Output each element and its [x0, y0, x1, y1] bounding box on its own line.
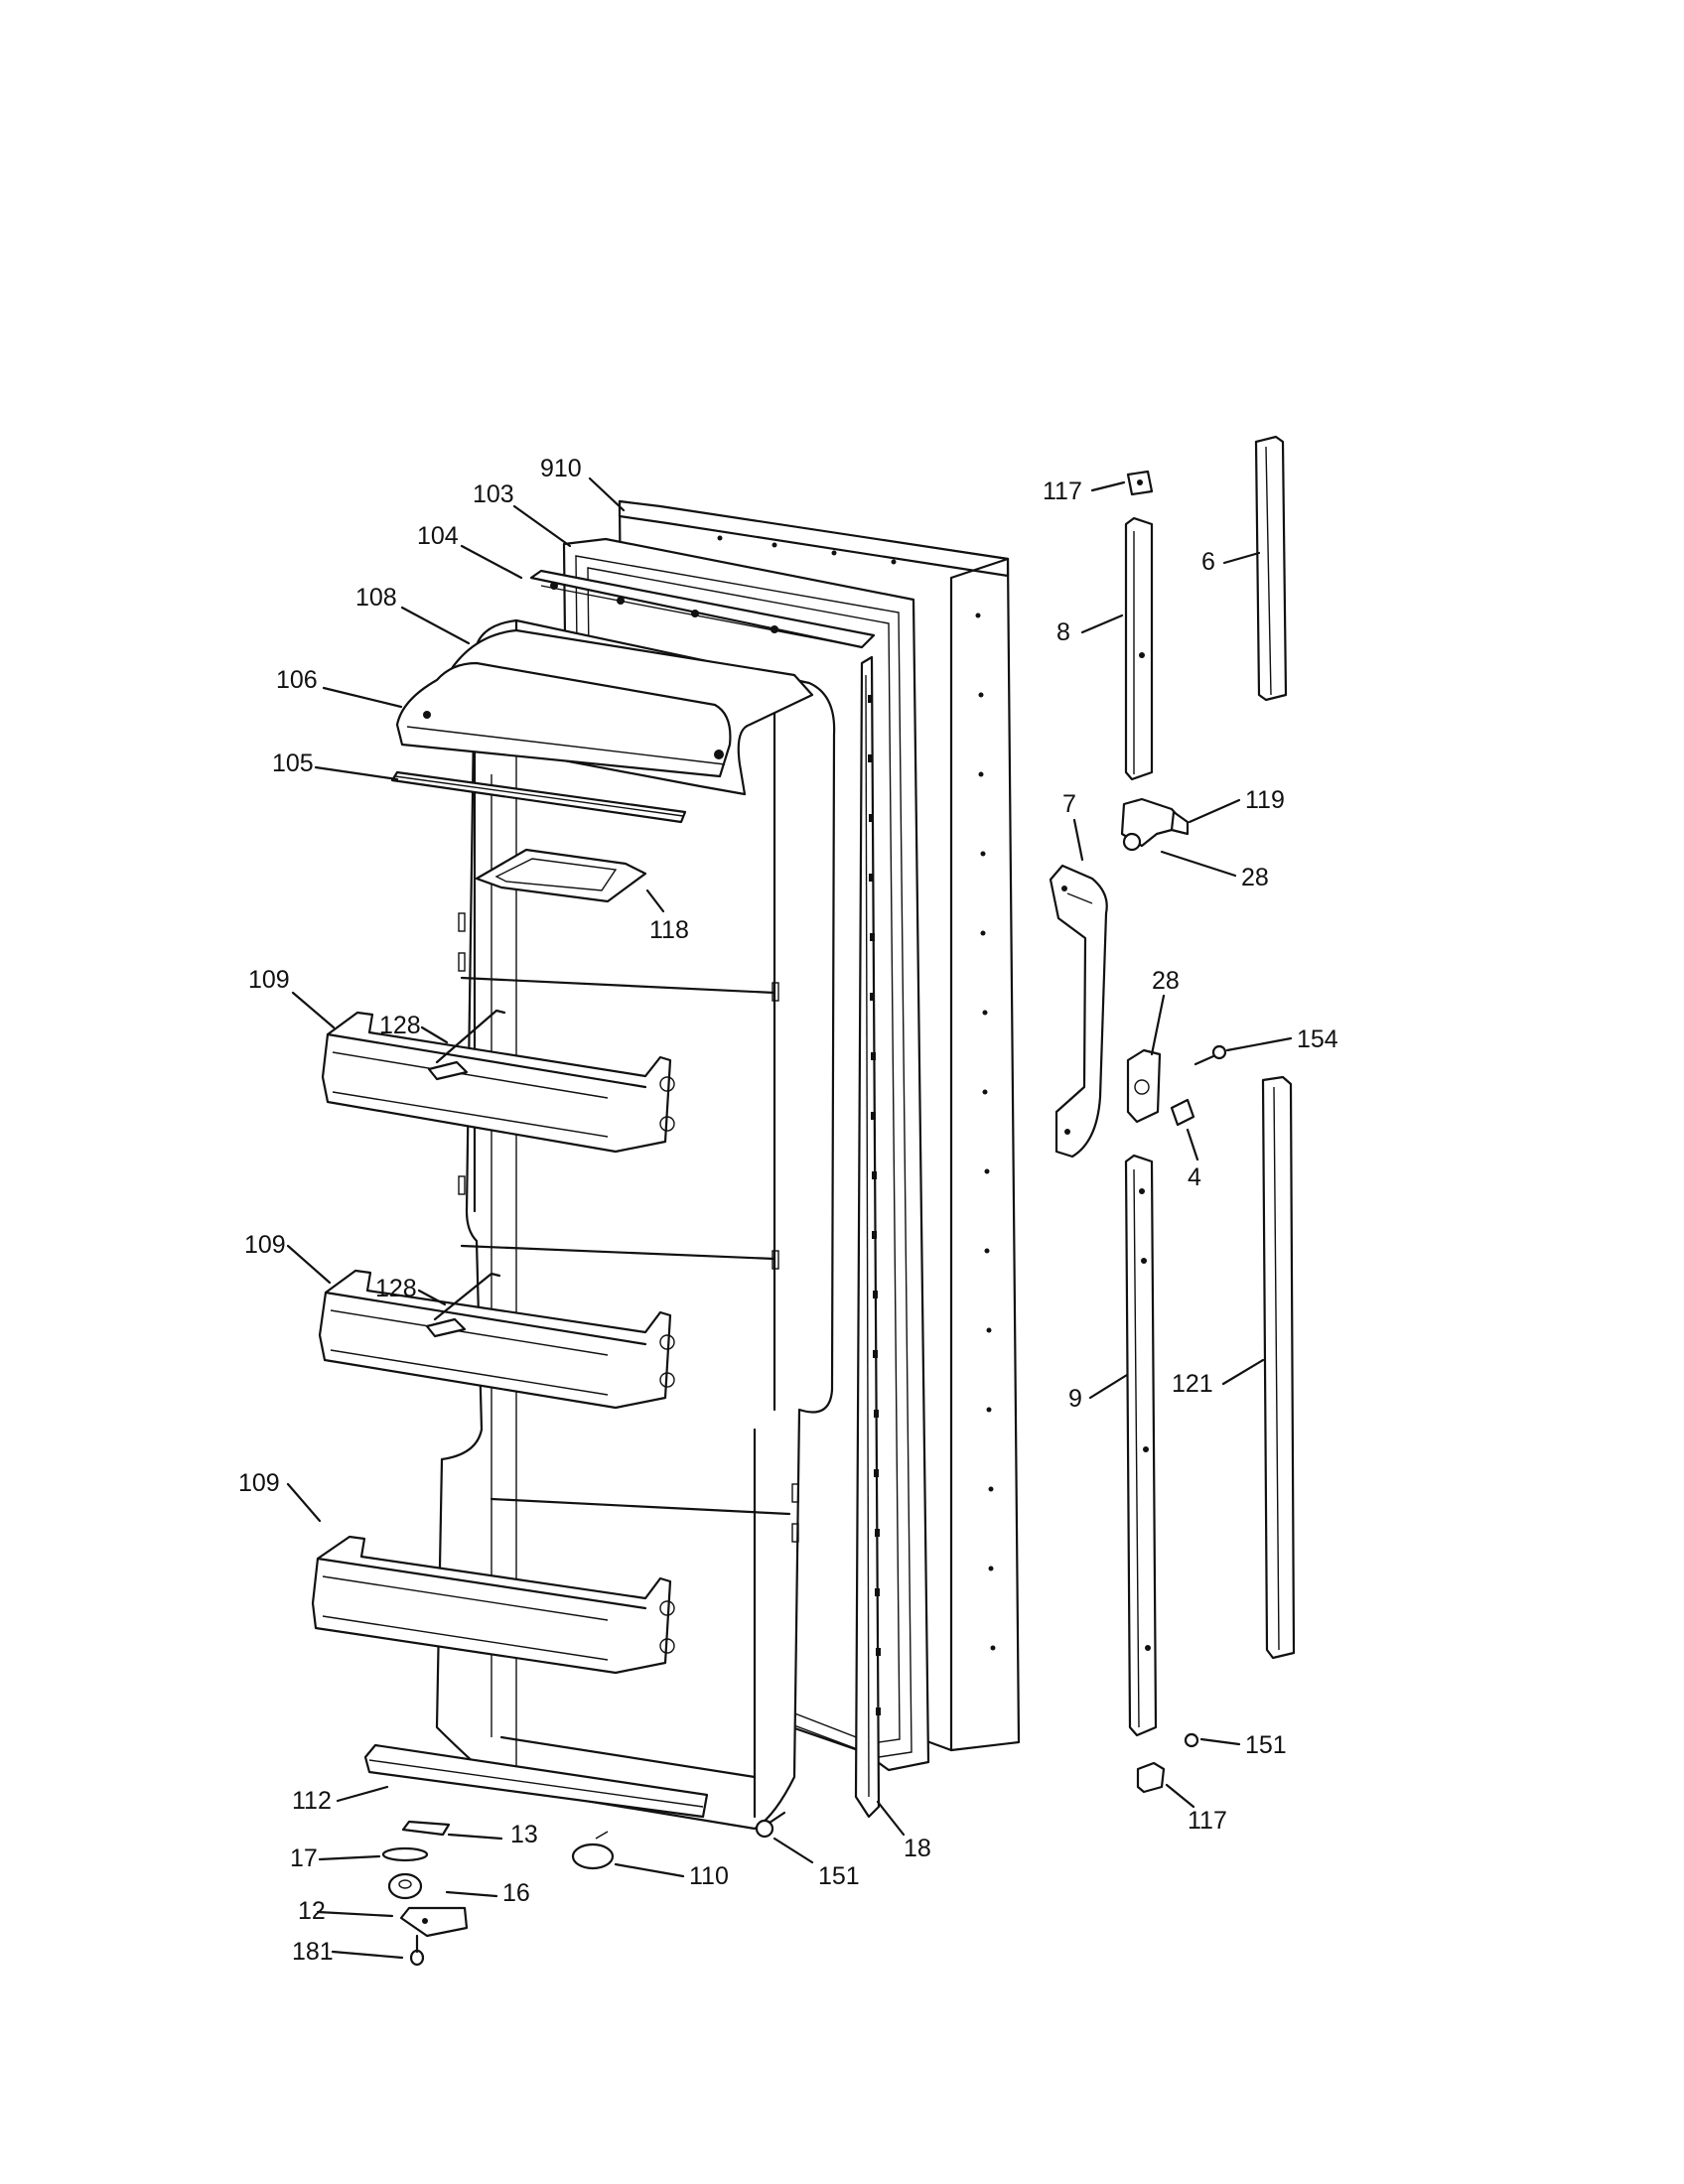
door-bin-middle — [318, 1269, 675, 1410]
label-112: 112 — [292, 1787, 332, 1815]
label-7: 7 — [1062, 790, 1076, 818]
dairy-door — [395, 661, 732, 778]
label-128-upper: 128 — [379, 1012, 421, 1039]
cap-110 — [571, 1831, 615, 1870]
label-18: 18 — [904, 1835, 931, 1862]
bushing-16 — [387, 1872, 423, 1900]
hinge-side-strip — [854, 655, 881, 1819]
door-handle-7 — [1049, 864, 1108, 1159]
label-109-upper: 109 — [248, 966, 290, 994]
hinge-side-channel-9 — [1124, 1154, 1158, 1737]
trim-strip-6 — [1254, 435, 1288, 702]
label-108: 108 — [355, 584, 397, 612]
screw-151-right — [1184, 1732, 1199, 1748]
door-bin-upper — [321, 1009, 675, 1154]
door-bin-lower — [311, 1535, 675, 1675]
egg-tray — [475, 848, 647, 903]
label-151-left: 151 — [818, 1862, 860, 1890]
label-8: 8 — [1056, 618, 1070, 646]
label-12: 12 — [298, 1897, 326, 1925]
label-16: 16 — [502, 1879, 530, 1907]
washer-17 — [381, 1846, 429, 1862]
label-151-right: 151 — [1245, 1731, 1287, 1759]
label-910: 910 — [540, 455, 582, 482]
label-117-bottom: 117 — [1188, 1807, 1227, 1835]
label-181: 181 — [292, 1938, 334, 1966]
screw-151-lower-left — [755, 1811, 786, 1839]
breaker-strip — [529, 569, 876, 649]
label-6: 6 — [1201, 548, 1215, 576]
trim-strip-121 — [1261, 1075, 1296, 1660]
upper-hinge-119 — [1120, 797, 1190, 852]
label-105: 105 — [272, 750, 314, 777]
label-17: 17 — [290, 1844, 318, 1872]
label-104: 104 — [417, 522, 459, 550]
label-121: 121 — [1172, 1370, 1213, 1398]
label-103: 103 — [473, 480, 514, 508]
dairy-hinge-bar — [390, 770, 687, 824]
screw-181 — [409, 1934, 425, 1967]
label-119: 119 — [1245, 786, 1285, 814]
handle-mount-28-lower — [1126, 1048, 1162, 1124]
hinge-plate-13 — [401, 1820, 451, 1837]
label-28-upper: 28 — [1241, 864, 1269, 891]
label-128-middle: 128 — [375, 1275, 417, 1302]
label-110: 110 — [689, 1862, 729, 1890]
bottom-door-trim — [363, 1743, 709, 1819]
hinge-cover-117-bottom — [1136, 1761, 1166, 1794]
leader-lines — [286, 477, 1293, 1960]
label-4: 4 — [1188, 1163, 1201, 1191]
bottom-hinge-12 — [399, 1906, 469, 1938]
label-154: 154 — [1297, 1025, 1338, 1053]
label-106: 106 — [276, 666, 318, 694]
part-labels: 910 103 104 108 106 105 118 109 128 109 … — [238, 455, 1338, 1966]
hinge-cover-117-top — [1126, 470, 1154, 496]
label-109-middle: 109 — [244, 1231, 286, 1259]
door-liner — [435, 618, 836, 1831]
label-9: 9 — [1068, 1385, 1082, 1413]
screw-154 — [1193, 1044, 1227, 1066]
label-109-lower: 109 — [238, 1469, 280, 1497]
hinge-side-channel-8 — [1124, 516, 1154, 781]
label-118: 118 — [649, 916, 689, 944]
label-13: 13 — [510, 1821, 538, 1848]
label-117-top: 117 — [1043, 478, 1082, 505]
label-28-lower: 28 — [1152, 967, 1180, 995]
clip-4 — [1170, 1098, 1195, 1127]
